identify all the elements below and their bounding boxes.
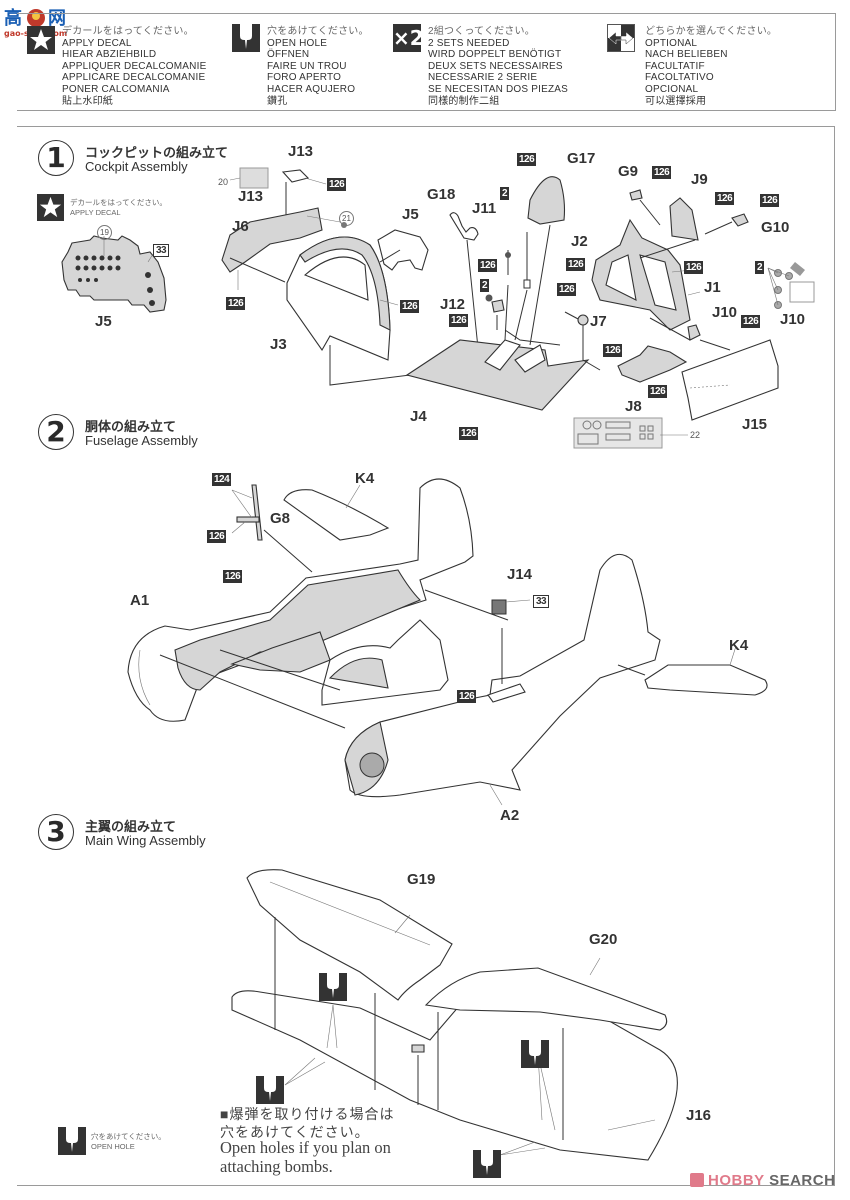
- paint-code-33: 33: [533, 595, 550, 608]
- part-g20: G20: [589, 931, 618, 948]
- part-j10: J10: [712, 304, 738, 321]
- part-g8: G8: [270, 510, 291, 527]
- part-j2: J2: [571, 233, 588, 250]
- paint-code-126: 126: [603, 344, 623, 357]
- part-j10-detail: J10: [780, 311, 806, 328]
- part-g19: G19: [407, 871, 436, 888]
- paint-code-126: 126: [760, 194, 780, 207]
- bomb-note-en-2: attaching bombs.: [220, 1157, 333, 1176]
- decal-number-19: 19: [97, 225, 112, 240]
- open-hole-legend: 穴をあけてください。 OPEN HOLE: [91, 1132, 166, 1151]
- instrument-panel-j5: [61, 235, 167, 313]
- paint-code-33: 33: [153, 244, 170, 257]
- paint-code-124: 124: [212, 473, 232, 486]
- part-g17: G17: [567, 150, 596, 167]
- bomb-note-en-1: Open holes if you plan on: [220, 1138, 391, 1157]
- legend-optional-text: どちらかを選んでください。 OPTIONAL NACH BELIEBEN FAC…: [645, 26, 778, 107]
- decal-number-22: 22: [690, 430, 701, 440]
- step-1-title-jp: コックピットの組み立て: [85, 145, 229, 160]
- part-j7: J7: [590, 313, 607, 330]
- drill-hole-icon: [256, 1076, 284, 1104]
- paint-code-126: 126: [226, 297, 246, 310]
- part-j15: J15: [742, 416, 768, 433]
- legend-decal-text: デカールをはってください。 APPLY DECAL HIEAR ABZIEHBI…: [62, 26, 207, 107]
- instruction-frame: [17, 126, 835, 1186]
- paint-code-126: 126: [741, 315, 761, 328]
- part-j9: J9: [691, 171, 708, 188]
- part-j8: J8: [625, 398, 642, 415]
- paint-code-126: 126: [459, 427, 479, 440]
- paint-code-126: 126: [449, 314, 469, 327]
- star-decal-icon: [37, 194, 64, 221]
- drill-hole-icon: [521, 1040, 549, 1068]
- drill-hole-icon: [232, 24, 260, 52]
- part-j13: J13: [288, 143, 314, 160]
- step-2-title-en: Fuselage Assembly: [85, 433, 198, 448]
- part-j3: J3: [270, 336, 287, 353]
- hobby-search-watermark: HOBBY SEARCH: [690, 1172, 835, 1189]
- step-2-number: 2: [38, 414, 74, 450]
- part-j5: J5: [402, 206, 419, 223]
- paint-code-2: 2: [755, 261, 765, 274]
- part-j5-panel: J5: [95, 313, 112, 330]
- step-2-title-jp: 胴体の組み立て: [85, 419, 177, 434]
- paint-code-2: 2: [480, 279, 490, 292]
- paint-code-126: 126: [457, 690, 477, 703]
- part-g18: G18: [427, 186, 456, 203]
- part-k4-lower: K4: [729, 637, 749, 654]
- paint-code-126: 126: [400, 300, 420, 313]
- decal-number-20: 20: [218, 177, 229, 187]
- part-a2: A2: [500, 807, 520, 824]
- bomb-note-jp-2: 穴をあけてください。: [220, 1126, 370, 1141]
- part-g10: G10: [761, 219, 790, 236]
- step-3-title-jp: 主翼の組み立て: [85, 819, 177, 834]
- part-j4: J4: [410, 408, 427, 425]
- part-j11: J11: [472, 200, 497, 217]
- part-j6: J6: [232, 218, 249, 235]
- paint-code-126: 126: [478, 259, 498, 272]
- part-a1: A1: [130, 592, 150, 609]
- star-decal-icon: [27, 26, 55, 54]
- drill-hole-icon: [58, 1127, 86, 1155]
- decal-number-21: 21: [339, 211, 354, 226]
- paint-code-126: 126: [327, 178, 347, 191]
- legend-hole-text: 穴をあけてください。 OPEN HOLE ÖFFNEN FAIRE UN TRO…: [267, 26, 369, 107]
- part-j13-decal: J13: [238, 188, 264, 205]
- part-j1: J1: [704, 279, 721, 296]
- step-3-number: 3: [38, 814, 74, 850]
- paint-code-126: 126: [223, 570, 243, 583]
- paint-code-126: 126: [715, 192, 735, 205]
- part-g9: G9: [618, 163, 639, 180]
- paint-code-126: 126: [684, 261, 704, 274]
- step-3-title-en: Main Wing Assembly: [85, 833, 206, 848]
- paint-code-126: 126: [207, 530, 227, 543]
- bomb-note-jp-1: ■爆弾を取り付ける場合は: [220, 1108, 395, 1123]
- paint-code-126: 126: [648, 385, 668, 398]
- part-j14: J14: [507, 566, 533, 583]
- symbol-legend: [17, 13, 836, 111]
- legend-x2-text: 2組つくってください。 2 SETS NEEDED WIRD DOPPELT B…: [428, 26, 569, 107]
- paint-code-2: 2: [500, 187, 510, 200]
- step-1-number: 1: [38, 140, 74, 176]
- part-j16: J16: [686, 1107, 712, 1124]
- drill-hole-icon: [319, 973, 347, 1001]
- paint-code-126: 126: [517, 153, 537, 166]
- paint-code-126: 126: [652, 166, 672, 179]
- optional-arrows-icon: [607, 24, 635, 52]
- drill-hole-icon: [473, 1150, 501, 1178]
- svg-text:高: 高: [4, 7, 22, 29]
- apply-decal-note: デカールをはってください。 APPLY DECAL: [70, 198, 167, 217]
- paint-code-126: 126: [557, 283, 577, 296]
- hobby-search-logo-icon: [690, 1173, 704, 1187]
- part-j12: J12: [440, 296, 466, 313]
- x2-icon: ×2: [393, 24, 424, 52]
- paint-code-126: 126: [566, 258, 586, 271]
- part-k4-upper: K4: [355, 470, 375, 487]
- step-1-title-en: Cockpit Assembly: [85, 159, 188, 174]
